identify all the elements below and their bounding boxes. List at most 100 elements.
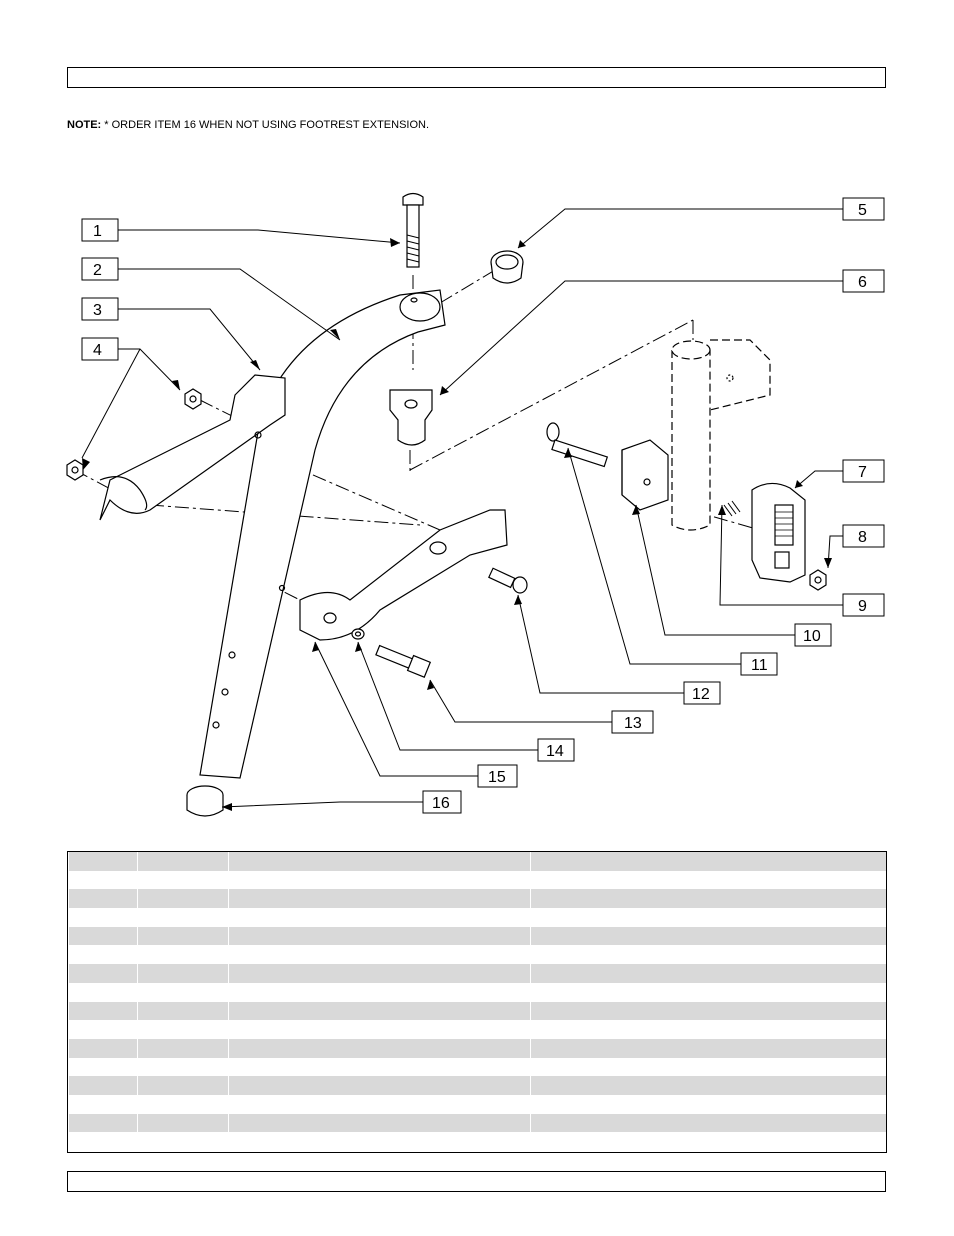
table-cell bbox=[228, 852, 530, 871]
table-cell bbox=[530, 1039, 886, 1058]
callout-8: 8 bbox=[858, 529, 867, 546]
table-row bbox=[68, 870, 886, 890]
table-cell bbox=[530, 982, 886, 1002]
parts-list-table bbox=[67, 851, 887, 1153]
table-row bbox=[68, 982, 886, 1002]
table-cell bbox=[137, 908, 228, 927]
table-cell bbox=[68, 1132, 137, 1152]
table-row bbox=[68, 1057, 886, 1077]
table-cell bbox=[228, 1132, 530, 1152]
table-cell bbox=[68, 1113, 137, 1133]
table-row bbox=[68, 889, 886, 909]
table-cell bbox=[530, 1057, 886, 1077]
table-cell bbox=[137, 1039, 228, 1058]
table-cell bbox=[530, 889, 886, 909]
table-cell bbox=[530, 964, 886, 983]
table-cell bbox=[228, 1113, 530, 1133]
table-cell bbox=[530, 1113, 886, 1133]
table-cell bbox=[530, 1001, 886, 1021]
table-cell bbox=[228, 870, 530, 890]
table-cell bbox=[530, 945, 886, 965]
table-cell bbox=[228, 1039, 530, 1058]
table-cell bbox=[137, 964, 228, 983]
callout-15: 15 bbox=[488, 769, 506, 786]
table-cell bbox=[228, 1076, 530, 1096]
table-cell bbox=[228, 1020, 530, 1039]
callout-2: 2 bbox=[93, 262, 102, 279]
table-cell bbox=[68, 852, 137, 871]
callout-12: 12 bbox=[692, 686, 710, 703]
table-row bbox=[68, 926, 886, 946]
table-cell bbox=[530, 852, 886, 871]
table-cell bbox=[68, 889, 137, 909]
table-cell bbox=[530, 926, 886, 946]
callout-16: 16 bbox=[432, 795, 450, 812]
table-cell bbox=[228, 1001, 530, 1021]
table-cell bbox=[137, 982, 228, 1002]
table-cell bbox=[228, 1057, 530, 1077]
table-cell bbox=[68, 926, 137, 946]
table-row bbox=[68, 1020, 886, 1039]
table-cell bbox=[68, 945, 137, 965]
callout-7: 7 bbox=[858, 464, 867, 481]
table-row bbox=[68, 945, 886, 965]
table-cell bbox=[228, 982, 530, 1002]
order-note: NOTE: * ORDER ITEM 16 WHEN NOT USING FOO… bbox=[67, 119, 429, 131]
note-prefix: NOTE: bbox=[67, 119, 102, 131]
table-cell bbox=[530, 870, 886, 890]
footer-bar bbox=[67, 1171, 886, 1192]
table-cell bbox=[137, 852, 228, 871]
table-row bbox=[68, 964, 886, 983]
header-bar bbox=[67, 67, 886, 88]
exploded-parts-diagram: 1 2 3 4 5 6 7 8 9 10 11 12 13 14 15 16 bbox=[66, 192, 885, 817]
note-text: * ORDER ITEM 16 WHEN NOT USING FOOTREST … bbox=[101, 119, 430, 131]
callout-3: 3 bbox=[93, 302, 102, 319]
callout-11: 11 bbox=[751, 657, 768, 674]
table-cell bbox=[68, 908, 137, 927]
callout-1: 1 bbox=[93, 223, 102, 240]
table-cell bbox=[137, 1020, 228, 1039]
table-cell bbox=[137, 1132, 228, 1152]
table-cell bbox=[68, 982, 137, 1002]
table-cell bbox=[137, 1076, 228, 1096]
callout-13: 13 bbox=[624, 715, 642, 732]
table-cell bbox=[137, 870, 228, 890]
table-cell bbox=[137, 889, 228, 909]
table-cell bbox=[137, 1001, 228, 1021]
table-row bbox=[68, 1132, 886, 1152]
table-cell bbox=[68, 1039, 137, 1058]
table-row bbox=[68, 1076, 886, 1096]
table-cell bbox=[530, 1095, 886, 1114]
table-cell bbox=[228, 964, 530, 983]
callout-4: 4 bbox=[93, 342, 102, 359]
table-cell bbox=[68, 1095, 137, 1114]
table-row bbox=[68, 1113, 886, 1133]
table-cell bbox=[68, 1076, 137, 1096]
table-cell bbox=[530, 908, 886, 927]
table-cell bbox=[68, 1020, 137, 1039]
callout-9: 9 bbox=[858, 598, 867, 615]
table-row bbox=[68, 1039, 886, 1058]
callout-5: 5 bbox=[858, 202, 867, 219]
table-cell bbox=[68, 964, 137, 983]
table-cell bbox=[137, 926, 228, 946]
table-cell bbox=[137, 1095, 228, 1114]
table-cell bbox=[228, 945, 530, 965]
table-cell bbox=[228, 926, 530, 946]
table-cell bbox=[137, 1057, 228, 1077]
table-row bbox=[68, 1095, 886, 1114]
table-cell bbox=[137, 1113, 228, 1133]
table-cell bbox=[68, 870, 137, 890]
table-cell bbox=[228, 889, 530, 909]
table-row bbox=[68, 1001, 886, 1021]
table-cell bbox=[228, 908, 530, 927]
table-cell bbox=[228, 1095, 530, 1114]
table-cell bbox=[530, 1132, 886, 1152]
table-cell bbox=[530, 1020, 886, 1039]
table-cell bbox=[530, 1076, 886, 1096]
table-row bbox=[68, 908, 886, 927]
callout-14: 14 bbox=[546, 743, 564, 760]
table-cell bbox=[137, 945, 228, 965]
callout-6: 6 bbox=[858, 274, 867, 291]
table-cell bbox=[68, 1001, 137, 1021]
